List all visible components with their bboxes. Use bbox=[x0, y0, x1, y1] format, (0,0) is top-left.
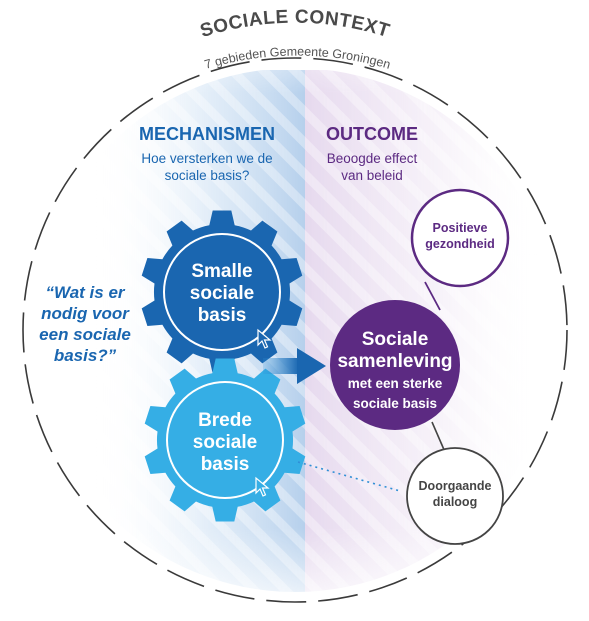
broad-gear-label: Brede sociale basis bbox=[193, 410, 257, 475]
health-line-1: Positieve bbox=[433, 221, 488, 235]
society-line-4: sociale basis bbox=[353, 396, 437, 411]
small-gear-line-3: basis bbox=[198, 305, 247, 326]
social-context-ring bbox=[22, 57, 568, 603]
dialogue-circle bbox=[406, 447, 504, 545]
small-gear-label: Smalle sociale basis bbox=[190, 261, 254, 326]
small-gear-ring bbox=[163, 233, 281, 351]
outcome-subline-1: Beoogde effect bbox=[327, 151, 418, 166]
cursor-icon bbox=[255, 476, 270, 497]
connector-dialogue bbox=[431, 421, 446, 453]
cursor-icon bbox=[257, 328, 272, 349]
broad-gear-line-1: Brede bbox=[198, 410, 252, 431]
question-line-3: een sociale bbox=[39, 325, 131, 344]
society-line-2: samenleving bbox=[337, 351, 452, 372]
dialogue-line-2: dialoog bbox=[433, 495, 477, 509]
society-line-3: met een sterke bbox=[348, 376, 443, 391]
context-subtitle: 7 gebieden Gemeente Groningen bbox=[203, 45, 392, 72]
question-line-2: nodig voor bbox=[41, 304, 130, 323]
broad-gear-line-3: basis bbox=[201, 454, 250, 475]
outcome-heading: OUTCOME bbox=[326, 124, 418, 144]
question-line-4: basis?” bbox=[54, 346, 117, 365]
mechanisms-subline-2: sociale basis? bbox=[165, 168, 250, 183]
question-line-1: “Wat is er bbox=[45, 283, 125, 302]
broad-gear-line-2: sociale bbox=[193, 432, 257, 453]
connector-health bbox=[424, 281, 441, 311]
health-circle bbox=[410, 188, 510, 288]
society-label: Sociale samenleving met een sterke socia… bbox=[337, 329, 452, 411]
mechanisms-subline-1: Hoe versterken we de bbox=[141, 151, 272, 166]
small-gear-line-2: sociale bbox=[190, 283, 254, 304]
question-text: “Wat is er nodig voor een sociale basis?… bbox=[39, 283, 131, 365]
dialogue-line-1: Doorgaande bbox=[419, 479, 492, 493]
health-line-2: gezondheid bbox=[425, 237, 494, 251]
outcome-subline-2: van beleid bbox=[341, 168, 403, 183]
society-circle bbox=[330, 300, 460, 430]
society-line-1: Sociale bbox=[362, 329, 429, 350]
small-gear-line-1: Smalle bbox=[191, 261, 252, 282]
broad-gear-ring bbox=[166, 381, 284, 499]
context-title: SOCIALE CONTEXT bbox=[198, 7, 393, 42]
mechanisms-heading: MECHANISMEN bbox=[139, 124, 275, 144]
arrow-icon bbox=[263, 348, 326, 384]
